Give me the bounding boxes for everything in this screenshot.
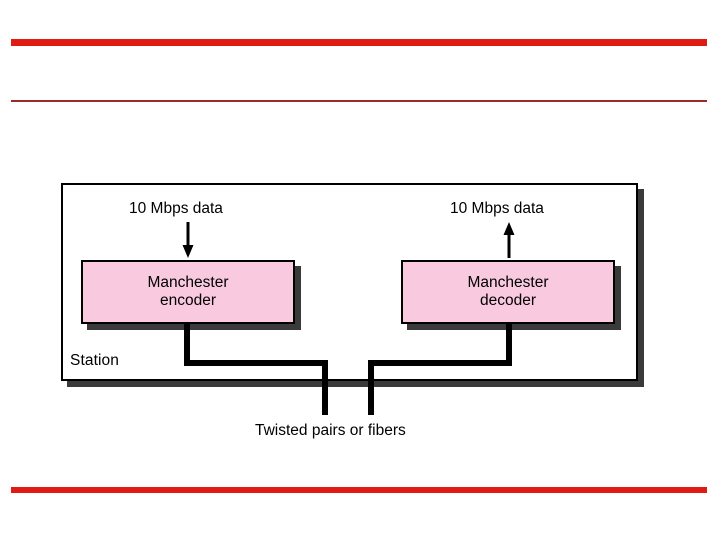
bottom-thick-rule: [11, 487, 707, 493]
input-data-rate-label: 10 Mbps data: [129, 200, 223, 217]
decoder-label-line2: decoder: [479, 292, 536, 309]
decoder-wire-vertical-upper: [506, 324, 512, 366]
arrow-up-icon: [503, 222, 515, 258]
decoder-wire-vertical-lower: [368, 360, 374, 415]
manchester-decoder-block: Manchester decoder: [401, 260, 615, 324]
decoder-label-line1: Manchester: [467, 273, 549, 291]
top-thick-rule: [11, 39, 707, 46]
encoder-wire-vertical-upper: [184, 324, 190, 366]
encoder-wire-horizontal: [184, 360, 328, 366]
encoder-label-line1: Manchester: [147, 273, 229, 291]
encoder-wire-vertical-lower: [322, 360, 328, 415]
encoder-label-line2: encoder: [159, 292, 216, 309]
transmission-medium-label: Twisted pairs or fibers: [255, 422, 406, 439]
station-label: Station: [70, 352, 119, 369]
decoder-wire-horizontal: [368, 360, 512, 366]
manchester-encoder-block: Manchester encoder: [81, 260, 295, 324]
arrow-down-icon: [182, 222, 194, 258]
output-data-rate-label: 10 Mbps data: [450, 200, 544, 217]
middle-thin-rule: [11, 100, 707, 102]
